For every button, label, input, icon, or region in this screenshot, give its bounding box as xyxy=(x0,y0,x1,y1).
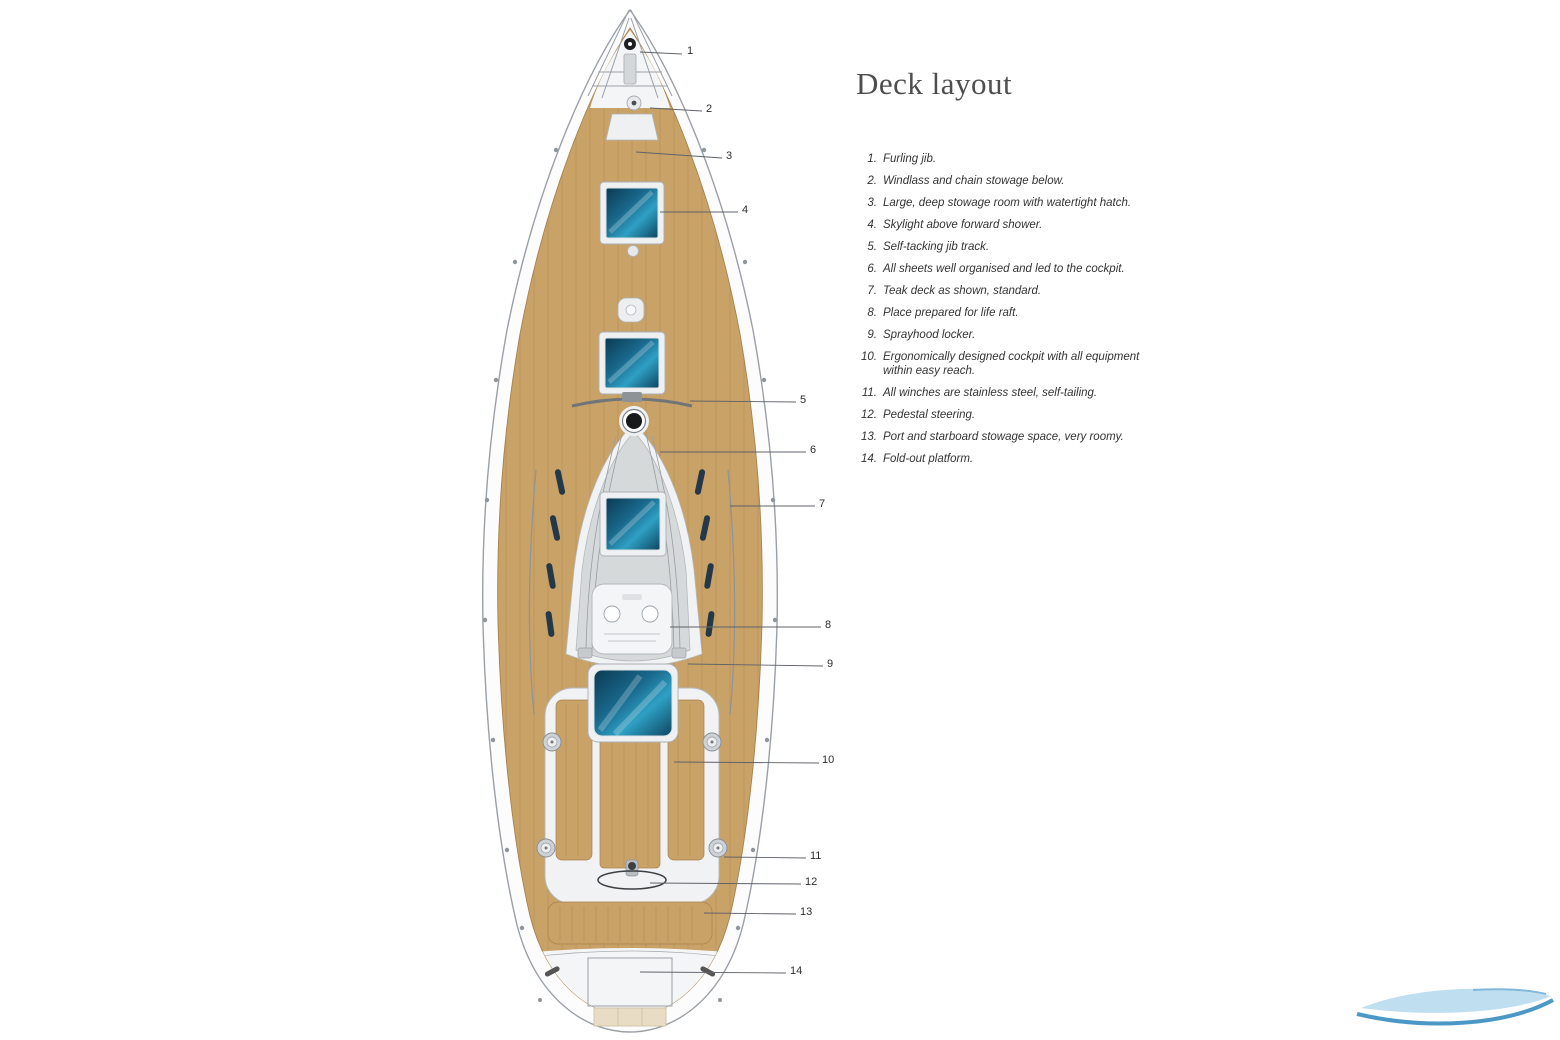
legend-item: 8. Place prepared for life raft. xyxy=(858,306,1154,320)
legend-item-text: Sprayhood locker. xyxy=(883,329,976,341)
jib-track-car xyxy=(622,392,642,402)
legend-item: 13. Port and starboard stowage space, ver… xyxy=(858,430,1154,444)
rope-clutch-port xyxy=(577,647,593,659)
legend-item-number: 5. xyxy=(867,241,877,253)
legend-item-text: Self-tacking jib track. xyxy=(883,241,990,253)
legend-item-number: 2. xyxy=(867,175,877,187)
winch xyxy=(702,732,722,752)
callout-label: 3 xyxy=(726,150,733,162)
legend-item-text: Furling jib. xyxy=(883,153,937,165)
anchor-roller xyxy=(623,53,637,85)
legend-item: 3. Large, deep stowage room with watertig… xyxy=(858,196,1154,210)
legend: 1. Furling jib. 2. Windlass and chain stow… xyxy=(858,152,1154,474)
fold-out-platform xyxy=(587,957,673,1007)
steering-pedestal xyxy=(597,859,667,890)
watermark-logo xyxy=(1353,976,1558,1038)
legend-item-number: 4. xyxy=(867,219,877,231)
watermark-wave-stroke xyxy=(1356,998,1554,1026)
cockpit-bench-port xyxy=(555,699,593,861)
legend-item-number: 6. xyxy=(867,263,877,275)
legend-item-number: 8. xyxy=(867,307,877,319)
watermark-wave-fill xyxy=(1361,988,1551,1013)
callout-label: 10 xyxy=(822,754,835,766)
legend-item-text: Windlass and chain stowage below. xyxy=(883,175,1065,187)
legend-item-text: Place prepared for life raft. xyxy=(883,307,1019,319)
coachroof-windows xyxy=(545,469,715,637)
legend-item-number: 9. xyxy=(867,329,877,341)
legend-item-number: 11. xyxy=(861,387,877,399)
legend-item-text: All winches are stainless steel, self-ta… xyxy=(883,387,1098,399)
legend-item: 2. Windlass and chain stowage below. xyxy=(858,174,1154,188)
legend-item-text: Port and starboard stowage space, very r… xyxy=(883,431,1124,443)
legend-item: 14. Fold-out platform. xyxy=(858,452,1154,466)
legend-item: 9. Sprayhood locker. xyxy=(858,328,1154,342)
deck-fitting xyxy=(627,245,639,257)
legend-item-text: Large, deep stowage room with watertight… xyxy=(883,197,1132,209)
callout-label: 9 xyxy=(827,658,834,670)
instrument-pod xyxy=(591,583,673,655)
legend-item-number: 10. xyxy=(861,351,877,363)
legend-item: 4. Skylight above forward shower. xyxy=(858,218,1154,232)
bow-pulpit xyxy=(587,9,673,99)
page-title: Deck layout xyxy=(856,66,1013,101)
forward-skylight-hatch xyxy=(599,181,665,245)
winch xyxy=(542,732,562,752)
legend-item: 6. All sheets well organised and led to t… xyxy=(858,262,1154,276)
legend-item: 1. Furling jib. xyxy=(858,152,1154,166)
legend-item-text: Pedestal steering. xyxy=(883,409,976,421)
legend-item-text: Skylight above forward shower. xyxy=(883,219,1043,231)
legend-item: 7. Teak deck as shown, standard. xyxy=(858,284,1154,298)
stanchions xyxy=(482,147,778,931)
callout-label: 2 xyxy=(706,103,713,115)
legend-item-number: 1. xyxy=(867,153,877,165)
callout-label: 6 xyxy=(810,444,817,456)
aft-deck xyxy=(547,901,713,945)
genoa-track-port xyxy=(528,469,537,716)
stern-cleat-port xyxy=(544,966,560,977)
winch xyxy=(708,838,728,858)
callout-label: 14 xyxy=(790,965,803,977)
callout-label: 5 xyxy=(800,394,807,406)
legend-item: 12. Pedestal steering. xyxy=(858,408,1154,422)
legend-item-text: Fold-out platform. xyxy=(883,453,974,465)
callout-label: 13 xyxy=(800,906,813,918)
leader-lines xyxy=(635,51,824,974)
winch xyxy=(536,838,556,858)
stern-cleat-starboard xyxy=(700,966,716,977)
mast xyxy=(626,413,642,429)
callout-label: 4 xyxy=(742,204,749,216)
legend-item: 10. Ergonomically designed cockpit with a… xyxy=(858,350,1154,378)
rope-clutch-starboard xyxy=(671,647,687,659)
callout-label: 11 xyxy=(810,850,822,862)
legend-item-text: Ergonomically designed cockpit with all … xyxy=(883,351,1140,377)
callout-label: 12 xyxy=(805,876,818,888)
legend-item-text: All sheets well organised and led to the… xyxy=(883,263,1125,275)
legend-item: 5. Self-tacking jib track. xyxy=(858,240,1154,254)
companionway-hatch xyxy=(587,663,679,743)
anchor-locker-hatch xyxy=(605,113,659,141)
genoa-track-starboard xyxy=(727,469,736,716)
legend-item-number: 14. xyxy=(861,453,877,465)
winches xyxy=(536,732,728,858)
callout-label: 1 xyxy=(687,45,694,57)
legend-item-number: 7. xyxy=(867,285,877,297)
legend-item-number: 3. xyxy=(867,197,877,209)
legend-item-number: 13. xyxy=(861,431,877,443)
swim-steps xyxy=(593,1007,667,1027)
saloon-hatch xyxy=(599,491,667,557)
legend-item-number: 12. xyxy=(861,409,877,421)
callout-label: 8 xyxy=(825,619,832,631)
callout-label: 7 xyxy=(819,498,826,510)
cockpit-bench-starboard xyxy=(667,699,705,861)
mid-fore-hatch xyxy=(598,331,666,395)
legend-item-text: Teak deck as shown, standard. xyxy=(883,285,1042,297)
legend-item: 11. All winches are stainless steel, self… xyxy=(858,386,1154,400)
